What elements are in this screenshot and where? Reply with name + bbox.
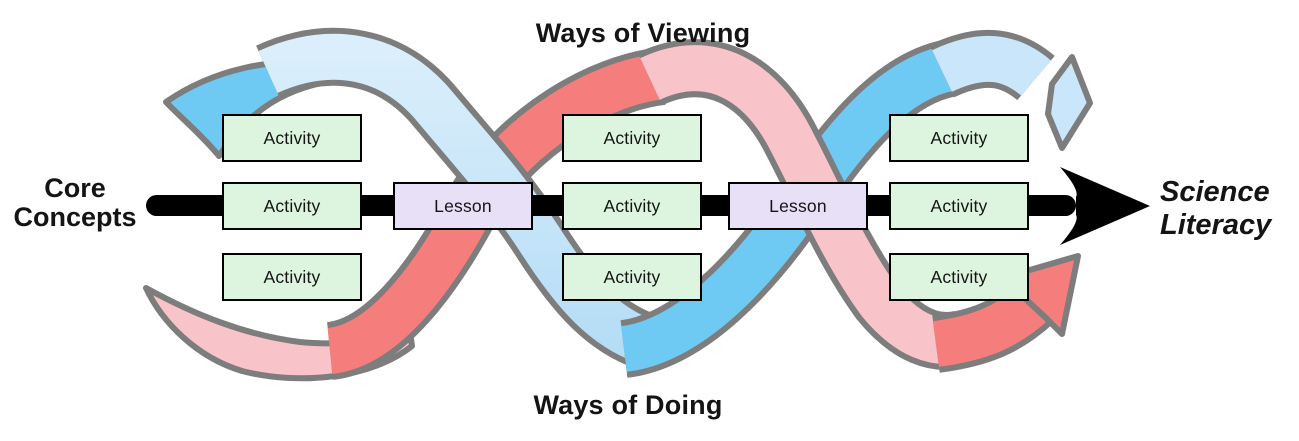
activity-box: Activity [562,114,702,162]
activity-box: Activity [889,253,1029,301]
blue-arrowhead-icon [1045,54,1093,151]
end-label-line1: Science [1160,176,1270,208]
end-label-line2: Literacy [1160,209,1272,241]
activity-box-label: Activity [930,127,988,148]
activity-box-label: Activity [930,195,988,216]
activity-box: Activity [562,182,702,230]
lesson-box: Lesson [728,182,868,230]
activity-box: Activity [222,114,362,162]
blue-ribbon-descending-segment [256,27,663,372]
activity-box: Activity [889,114,1029,162]
activity-box-label: Activity [603,266,661,287]
activity-box: Activity [889,182,1029,230]
activity-box-label: Activity [263,127,321,148]
lesson-box-label: Lesson [434,195,492,216]
activity-box-label: Activity [263,195,321,216]
end-label: Science Literacy [1160,176,1299,242]
activity-box: Activity [222,253,362,301]
activity-box-label: Activity [930,266,988,287]
activity-box-label: Activity [603,195,661,216]
lesson-box: Lesson [393,182,533,230]
start-label-line2: Concepts [13,202,137,232]
lesson-box-label: Lesson [769,195,827,216]
top-axis-label: Ways of Viewing [535,18,751,48]
activity-box: Activity [222,182,362,230]
bottom-axis-label: Ways of Doing [533,390,723,420]
activity-box: Activity [562,253,702,301]
start-label: Core Concepts [0,174,150,232]
activity-box-label: Activity [603,127,661,148]
start-label-line1: Core [44,173,106,203]
activity-box-label: Activity [263,266,321,287]
blue-ribbon-arrow-segment [929,29,1093,151]
timeline-arrowhead-icon [1060,167,1150,245]
